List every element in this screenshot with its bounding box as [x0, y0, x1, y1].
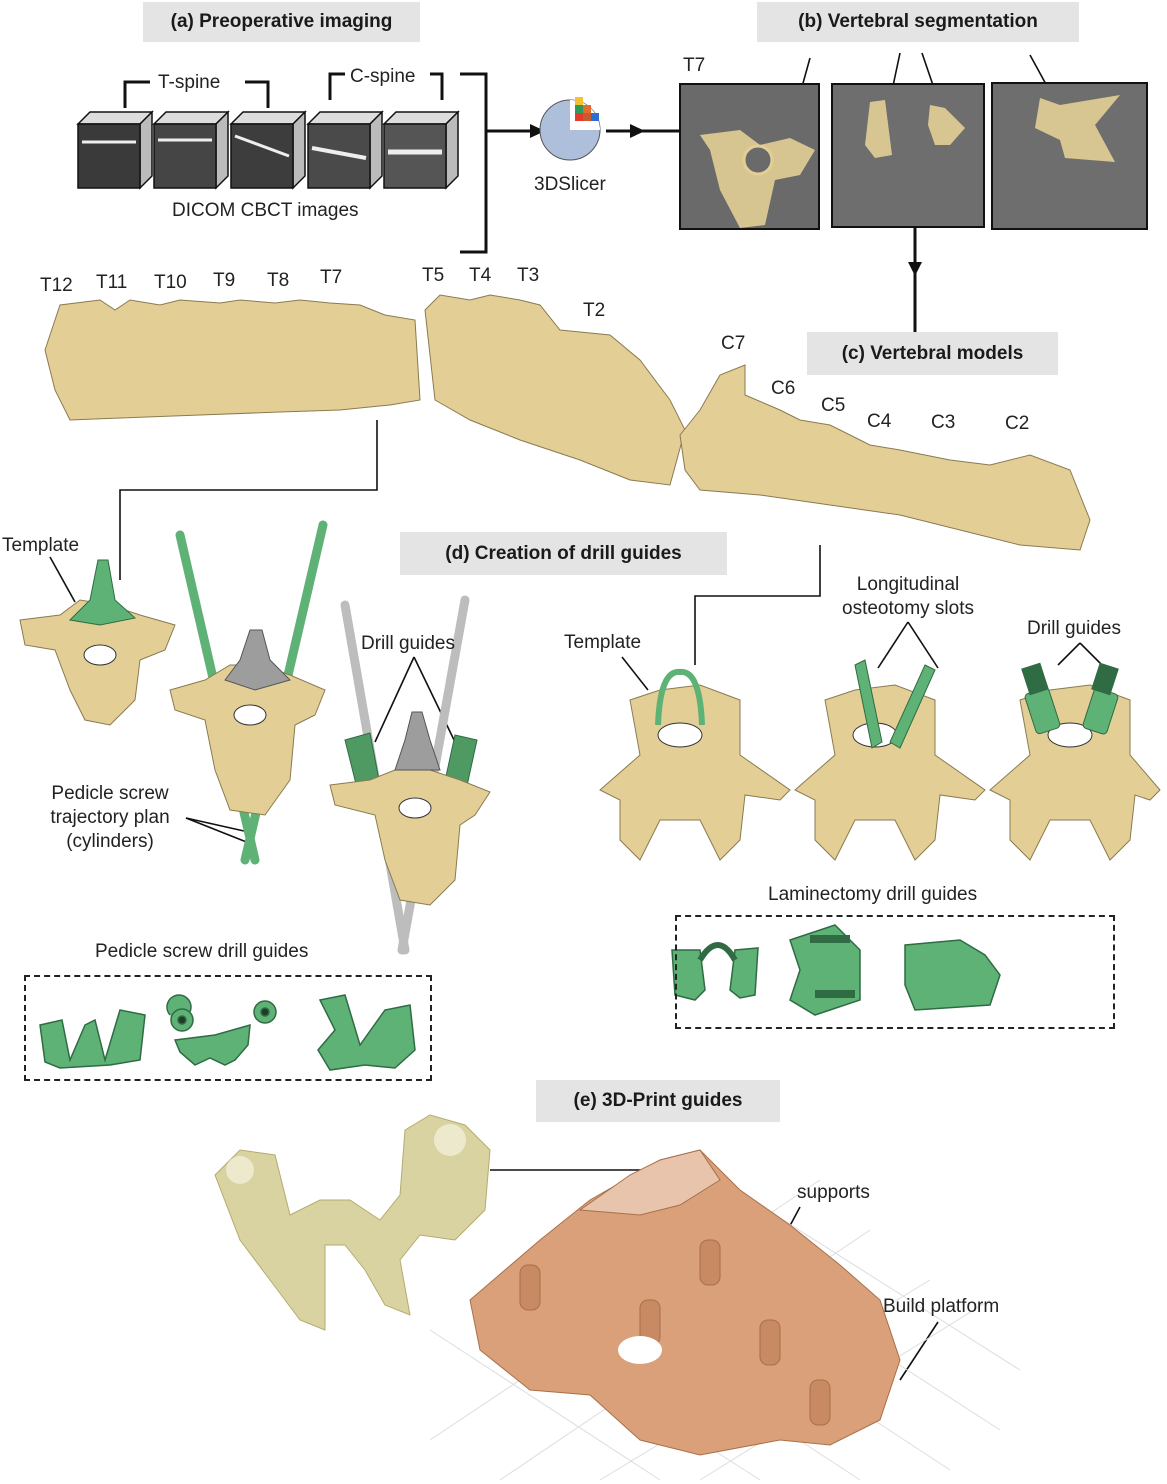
- trajectory-line-2: trajectory plan: [50, 807, 170, 828]
- vertebra-label-C2: C2: [1005, 413, 1030, 434]
- drill-guides-label-right: Drill guides: [1027, 618, 1121, 639]
- ct-image-stack: [76, 110, 460, 190]
- cervical-template-model: [599, 669, 791, 861]
- vertebra-label-C4: C4: [867, 411, 892, 432]
- pedicle-box-title: Pedicle screw drill guides: [95, 941, 309, 962]
- osteotomy-slots-label: Longitudinal osteotomy slots: [818, 573, 998, 621]
- template-label-right: Template: [564, 632, 642, 653]
- drill-guides-label-left: Drill guides: [361, 633, 455, 654]
- slots-line-2: osteotomy slots: [842, 598, 974, 619]
- laminectomy-box-title: Laminectomy drill guides: [768, 884, 978, 905]
- print-build-layout: [469, 1149, 901, 1456]
- vertebra-label-T11: T11: [96, 272, 128, 293]
- cervical-spine-model: [679, 364, 1091, 551]
- panel-d-title: (d) Creation of drill guides: [400, 532, 727, 575]
- supports-label: supports: [797, 1182, 870, 1203]
- laminectomy-guides-box: [675, 915, 1115, 1029]
- vertebra-label-C6: C6: [771, 378, 796, 399]
- pedicle-guide-samples: [39, 994, 416, 1071]
- vertebra-label-T10: T10: [154, 272, 187, 293]
- panel-c-title: (c) Vertebral models: [807, 332, 1058, 375]
- cervical-osteotomy-slot-model: [794, 659, 986, 861]
- slicer-label: 3DSlicer: [534, 174, 606, 195]
- vertebra-label-T2: T2: [583, 300, 606, 321]
- vertebra-label-T3: T3: [517, 265, 540, 286]
- vertebra-label-T8: T8: [267, 270, 290, 291]
- vertebra-label-C3: C3: [931, 412, 956, 433]
- vertebra-label-T7: T7: [320, 267, 343, 288]
- segmentation-images: [679, 82, 1148, 230]
- vertebra-label-T5: T5: [422, 265, 445, 286]
- pedicle-guides-box: [24, 975, 432, 1081]
- vertebra-label-C5: C5: [821, 395, 846, 416]
- vertebra-label-C7: C7: [721, 333, 746, 354]
- c-spine-label: C-spine: [350, 66, 416, 87]
- vertebra-label-T12: T12: [40, 275, 73, 296]
- t-spine-label: T-spine: [158, 72, 221, 93]
- panel-a-title: (a) Preoperative imaging: [143, 2, 420, 42]
- laminectomy-guide-samples: [671, 924, 1001, 1016]
- slicer-icon: [539, 97, 601, 161]
- trajectory-plan-model: [169, 520, 328, 865]
- printed-guide-photo: [214, 1114, 491, 1331]
- trajectory-line-3: (cylinders): [66, 831, 154, 852]
- build-platform-label: Build platform: [883, 1296, 1000, 1317]
- panel-e-title: (e) 3D-Print guides: [536, 1080, 780, 1122]
- template-label-left: Template: [2, 535, 80, 556]
- vertebra-label-T9: T9: [213, 270, 236, 291]
- thoracic-template-model: [19, 559, 176, 726]
- dicom-caption: DICOM CBCT images: [172, 200, 359, 221]
- thoracic-spine-model: [44, 294, 686, 486]
- slots-line-1: Longitudinal: [856, 574, 960, 595]
- segmentation-level-label: T7: [683, 55, 706, 76]
- cervical-drill-guide-model: [989, 662, 1161, 861]
- trajectory-plan-label: Pedicle screw trajectory plan (cylinders…: [30, 782, 190, 854]
- vertebra-label-T4: T4: [469, 265, 492, 286]
- trajectory-line-1: Pedicle screw: [51, 783, 169, 804]
- drill-guide-assembly-model: [329, 595, 491, 955]
- panel-b-title: (b) Vertebral segmentation: [757, 2, 1079, 42]
